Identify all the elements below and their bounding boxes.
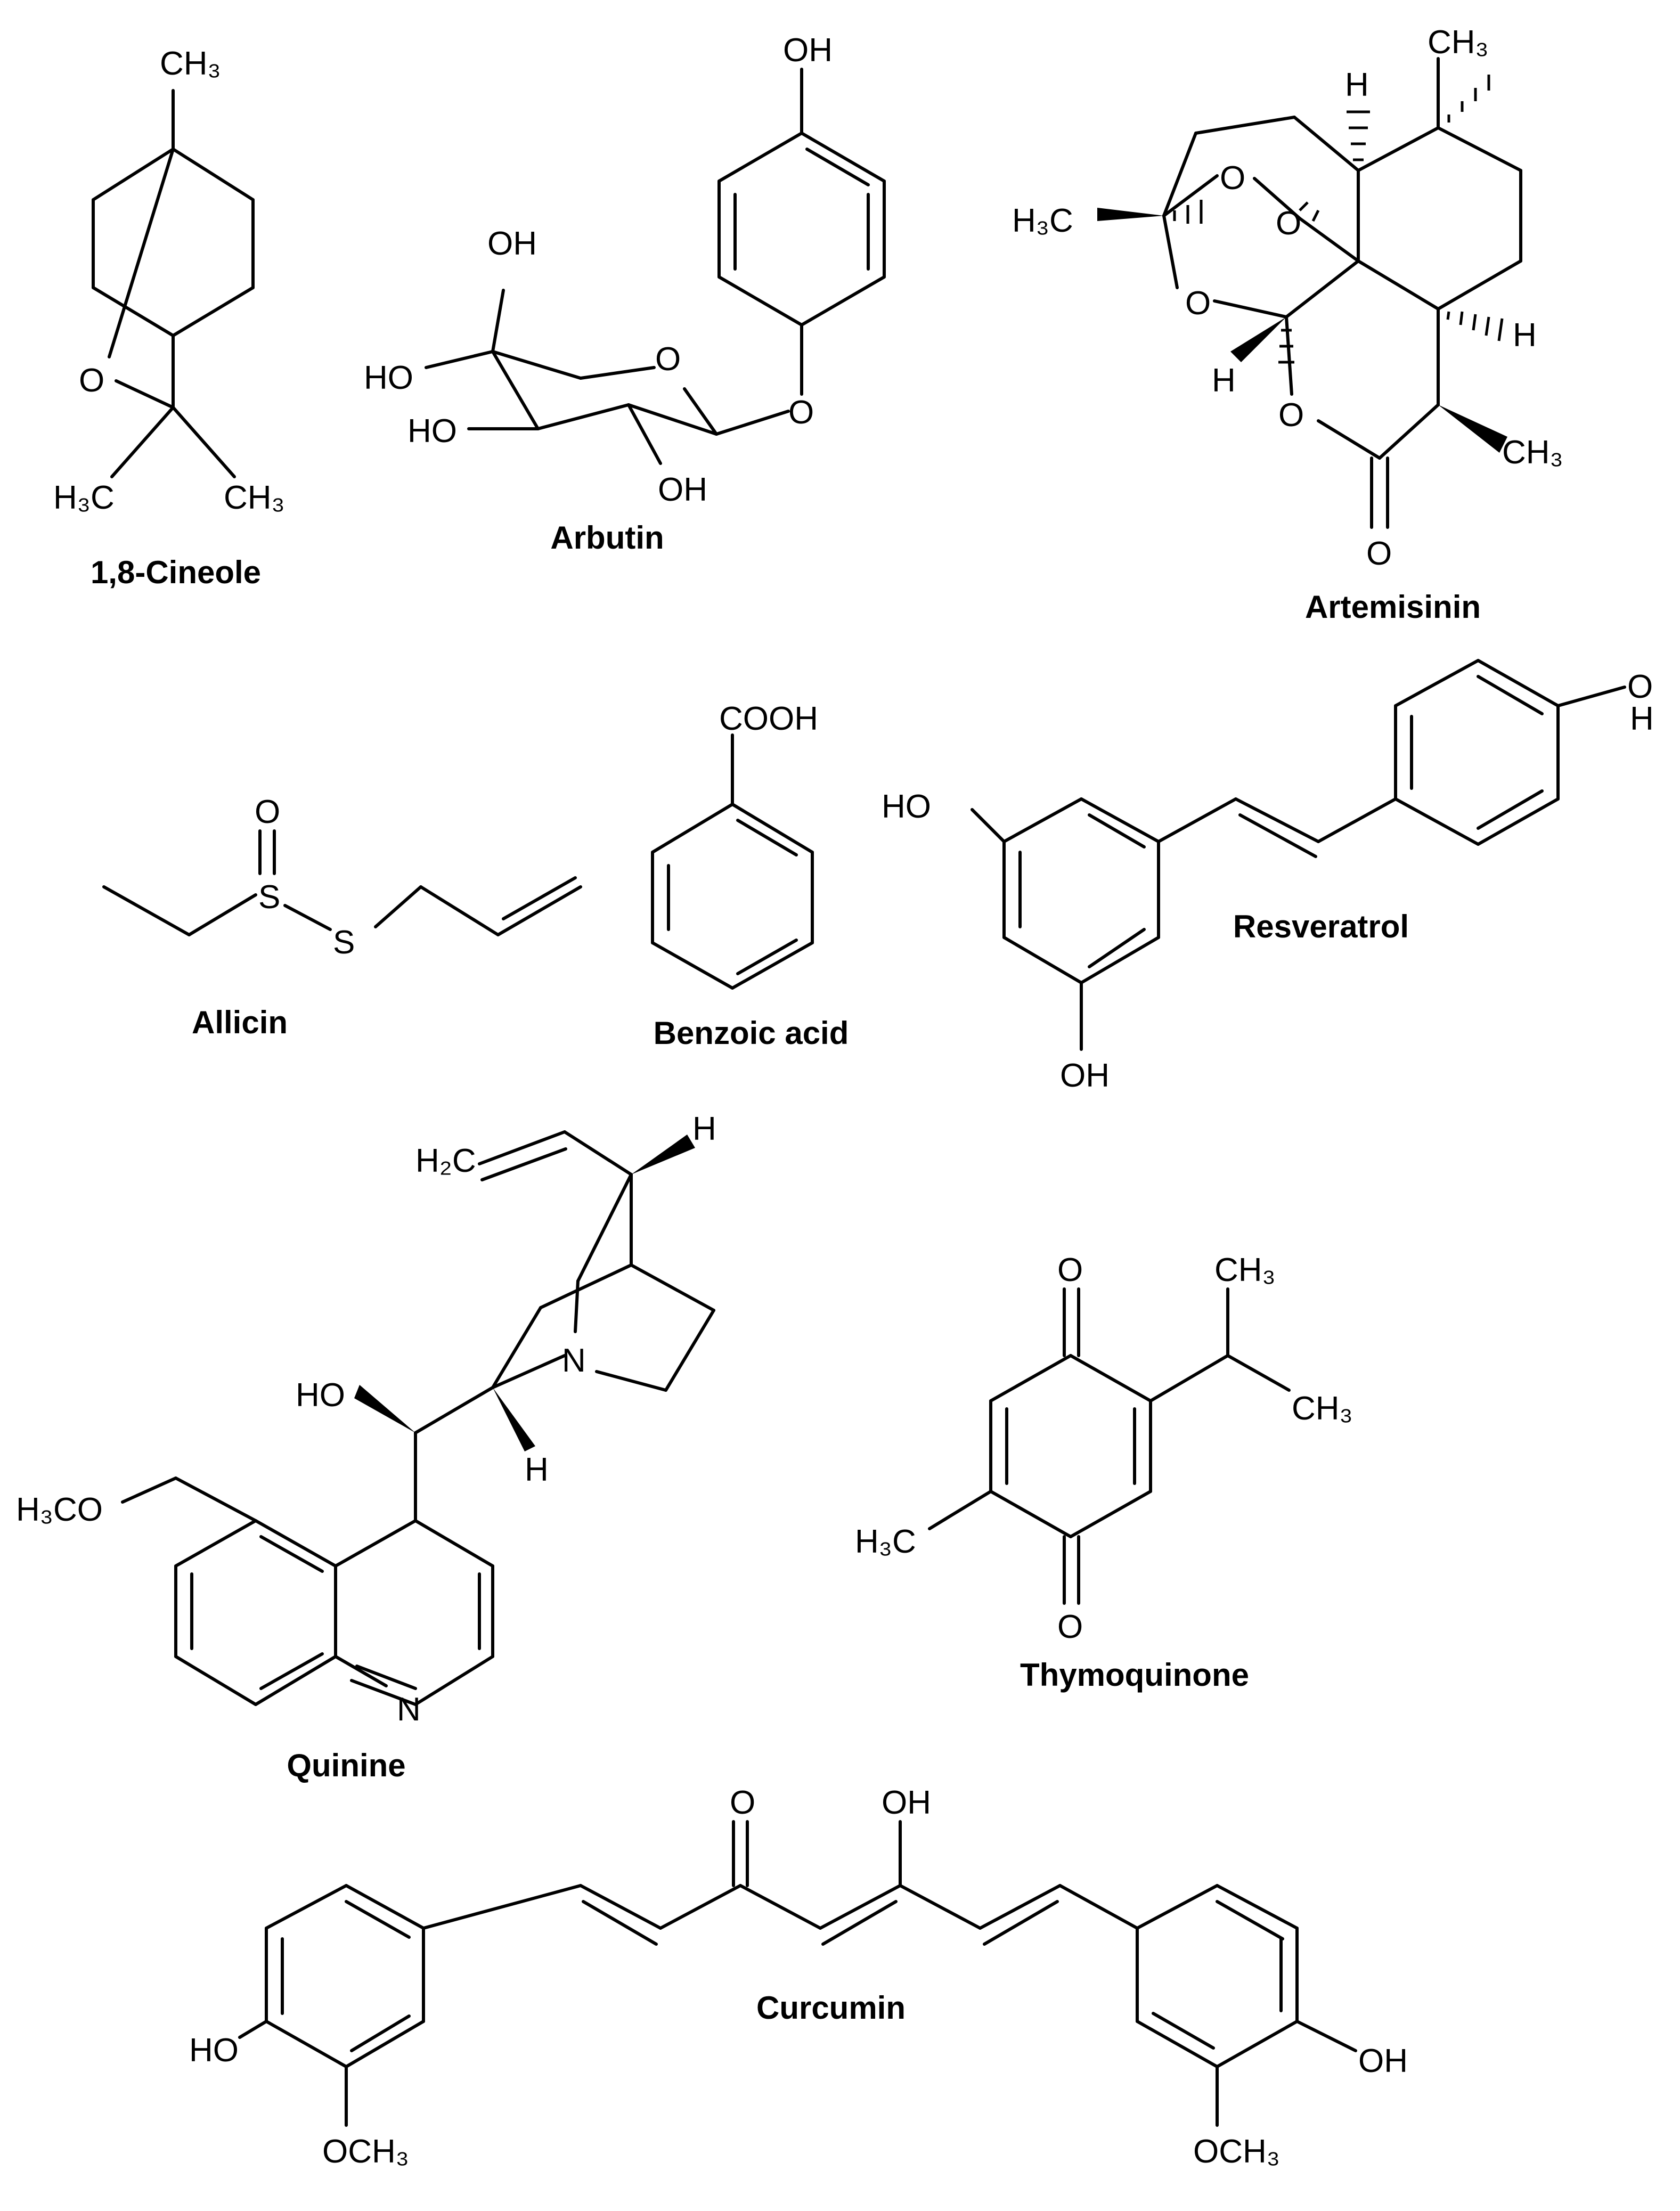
compound-allicin: O S S Allicin	[102, 794, 582, 1040]
arbutin-oh-bottom: OH	[658, 471, 707, 508]
artemisinin-o3: O	[1185, 285, 1211, 322]
quinine-name: Quinine	[287, 1748, 405, 1783]
benzoic-name: Benzoic acid	[654, 1015, 849, 1051]
artemisinin-wedge-h	[1230, 317, 1286, 362]
artemisinin-name: Artemisinin	[1305, 589, 1481, 625]
artemisinin-h-left: H	[1212, 362, 1236, 399]
quinine-n-bridge: N	[562, 1342, 586, 1379]
resveratrol-bonds	[971, 659, 1626, 1051]
curcumin-och3-left: OCH₃	[322, 2133, 409, 2170]
allicin-s2: S	[333, 924, 355, 961]
benzoic-bonds	[651, 733, 814, 990]
arbutin-oh-ch2: OH	[487, 225, 537, 262]
curcumin-oh-enol: OH	[882, 1784, 931, 1821]
artemisinin-h3c: H₃C	[1012, 202, 1073, 239]
cineole-o: O	[79, 362, 104, 399]
artemisinin-wedge-ch3	[1097, 208, 1164, 221]
thymoquinone-bonds	[928, 1287, 1291, 1605]
artemisinin-o-carbonyl: O	[1366, 535, 1392, 572]
allicin-o: O	[255, 794, 280, 830]
artemisinin-ch3-bottom: CH₃	[1502, 434, 1563, 471]
arbutin-name: Arbutin	[550, 520, 664, 556]
cineole-name: 1,8-Cineole	[91, 554, 261, 590]
cineole-ch3-top: CH₃	[160, 45, 221, 82]
allicin-s1: S	[258, 879, 280, 916]
resveratrol-o-right: O	[1627, 668, 1653, 705]
compound-quinine: H₂C H N HO H H₃CO N Quinine	[16, 1111, 716, 1783]
artemisinin-ch3-top: CH₃	[1428, 24, 1489, 61]
compound-cineole: CH₃ O H₃C CH₃ 1,8-Cineole	[53, 45, 285, 590]
quinine-bonds	[121, 1130, 715, 1706]
quinine-h2c: H₂C	[415, 1143, 476, 1179]
compound-curcumin: O OH HO OCH₃ OH OCH₃ Curcumin	[189, 1784, 1408, 2170]
compound-benzoic-acid: COOH Benzoic acid	[651, 700, 849, 1051]
artemisinin-o4: O	[1278, 397, 1304, 434]
compound-arbutin: OH OH HO HO OH O O Arbutin	[364, 32, 886, 556]
resveratrol-h-right: H	[1630, 700, 1654, 737]
resveratrol-name: Resveratrol	[1233, 909, 1409, 944]
cineole-ch3-left: H₃C	[53, 479, 115, 516]
allicin-bonds	[102, 829, 582, 936]
artemisinin-hashes	[1173, 75, 1504, 364]
quinine-wedge-h-bottom	[493, 1388, 535, 1451]
benzoic-cooh: COOH	[719, 700, 818, 737]
curcumin-ho-left: HO	[189, 2032, 239, 2069]
resveratrol-oh-bottom: OH	[1060, 1057, 1110, 1094]
arbutin-oh-top: OH	[783, 32, 833, 69]
quinine-n-ring: N	[397, 1691, 421, 1728]
thymoquinone-ch3-top: CH₃	[1214, 1252, 1276, 1288]
compound-resveratrol: HO OH O H Resveratrol	[882, 659, 1654, 1094]
artemisinin-h-top: H	[1345, 67, 1369, 103]
curcumin-o-keto: O	[730, 1784, 755, 1821]
artemisinin-wedge-ch3-bottom	[1438, 405, 1507, 453]
arbutin-ho-1: HO	[364, 360, 413, 396]
curcumin-bonds	[238, 1820, 1357, 2127]
compound-artemisinin: CH₃ H O O H₃C O H H O CH₃ O Artemisinin	[1012, 24, 1563, 625]
thymoquinone-name: Thymoquinone	[1020, 1657, 1249, 1693]
arbutin-o-ring: O	[655, 341, 681, 378]
quinine-wedge-h-top	[631, 1135, 695, 1174]
arbutin-ho-2: HO	[407, 413, 457, 450]
artemisinin-bonds	[1162, 57, 1522, 529]
quinine-wedge-ho	[354, 1385, 415, 1433]
curcumin-oh-right: OH	[1358, 2043, 1408, 2079]
allicin-name: Allicin	[192, 1005, 288, 1040]
quinine-h-top: H	[692, 1111, 716, 1147]
compound-thymoquinone: O CH₃ CH₃ H₃C O Thymoquinone	[855, 1252, 1353, 1693]
resveratrol-ho: HO	[882, 788, 931, 825]
thymoquinone-o-top: O	[1057, 1252, 1083, 1288]
curcumin-name: Curcumin	[756, 1990, 906, 2026]
arbutin-bonds	[425, 68, 886, 465]
thymoquinone-o-bottom: O	[1057, 1609, 1083, 1645]
artemisinin-o1: O	[1220, 160, 1245, 197]
cineole-bonds	[92, 89, 255, 478]
quinine-h-bottom: H	[525, 1451, 549, 1488]
quinine-ho: HO	[296, 1377, 345, 1414]
quinine-h3co: H₃CO	[16, 1491, 103, 1528]
arbutin-o-link: O	[788, 394, 814, 431]
artemisinin-h-right: H	[1513, 317, 1537, 354]
thymoquinone-ch3-right: CH₃	[1292, 1390, 1353, 1427]
thymoquinone-h3c: H₃C	[855, 1523, 916, 1560]
curcumin-och3-right: OCH₃	[1193, 2133, 1280, 2170]
artemisinin-o2: O	[1276, 205, 1301, 242]
cineole-ch3-right: CH₃	[224, 479, 285, 516]
